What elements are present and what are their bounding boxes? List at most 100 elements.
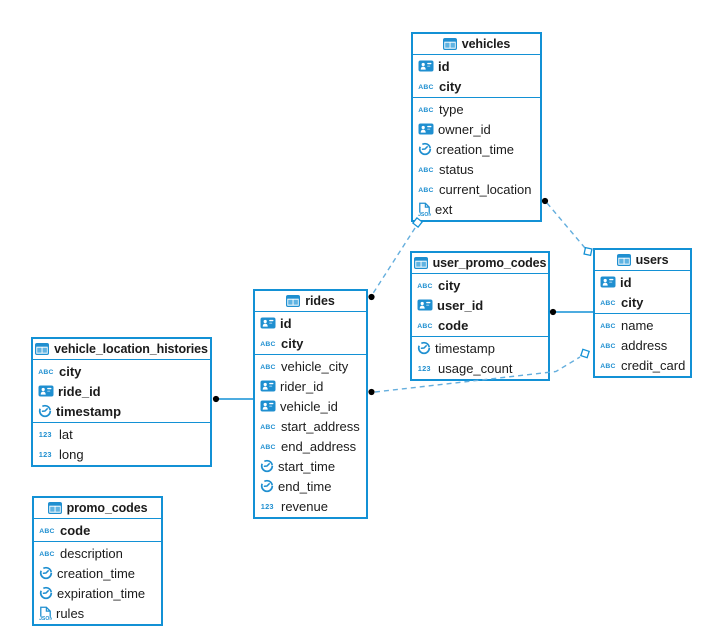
field-row[interactable]: expiration_time <box>34 583 161 603</box>
table-users[interactable]: users id city name address credit_card <box>593 248 692 378</box>
table-grid-icon <box>617 254 631 266</box>
abc-text-icon <box>417 319 434 331</box>
id-badge-icon <box>260 380 276 392</box>
table-header[interactable]: user_promo_codes <box>412 253 548 274</box>
abc-text-icon <box>418 103 435 115</box>
field-row[interactable]: rider_id <box>255 376 366 396</box>
field-row[interactable]: address <box>595 335 690 355</box>
field-name: credit_card <box>621 357 686 373</box>
field-row[interactable]: description <box>34 543 161 563</box>
field-name: city <box>281 335 304 351</box>
field-row[interactable]: ext <box>413 199 540 219</box>
table-title: users <box>635 253 669 267</box>
table-vehicle-location-histories[interactable]: vehicle_location_histories city ride_id … <box>31 337 212 467</box>
field-row[interactable]: revenue <box>255 496 366 516</box>
abc-text-icon <box>417 279 434 291</box>
table-header[interactable]: users <box>595 250 690 271</box>
field-name: revenue <box>281 498 328 514</box>
id-badge-icon <box>418 60 434 72</box>
field-row[interactable]: timestamp <box>33 401 210 421</box>
field-row[interactable]: timestamp <box>412 338 548 358</box>
field-row[interactable]: code <box>34 520 161 540</box>
field-row[interactable]: end_time <box>255 476 366 496</box>
field-name: type <box>439 101 464 117</box>
123-number-icon <box>417 362 434 374</box>
field-name: rider_id <box>280 378 324 394</box>
field-row[interactable]: creation_time <box>34 563 161 583</box>
field-row[interactable]: lat <box>33 424 210 444</box>
field-row[interactable]: city <box>255 333 366 353</box>
field-row[interactable]: name <box>595 315 690 335</box>
table-title: user_promo_codes <box>432 256 547 270</box>
abc-text-icon <box>418 163 435 175</box>
field-row[interactable]: city <box>33 361 210 381</box>
primary-key-section: city ride_id timestamp <box>33 360 210 423</box>
field-name: user_id <box>437 297 484 313</box>
field-name: creation_time <box>436 141 515 157</box>
table-title: vehicles <box>461 37 511 51</box>
abc-text-icon <box>260 360 277 372</box>
columns-section: name address credit_card <box>595 314 690 376</box>
field-row[interactable]: long <box>33 444 210 464</box>
field-row[interactable]: user_id <box>412 295 548 315</box>
table-title: vehicle_location_histories <box>54 342 208 356</box>
field-row[interactable]: start_address <box>255 416 366 436</box>
relationship-dot-marker <box>212 395 220 403</box>
table-header[interactable]: vehicle_location_histories <box>33 339 210 360</box>
field-name: long <box>59 446 84 462</box>
field-name: ext <box>435 201 453 217</box>
field-row[interactable]: status <box>413 159 540 179</box>
field-name: vehicle_id <box>280 398 338 414</box>
table-header[interactable]: vehicles <box>413 34 540 55</box>
id-badge-icon <box>600 276 616 288</box>
clock-icon <box>38 404 52 418</box>
relationship-dot-marker <box>549 308 557 316</box>
abc-text-icon <box>600 319 617 331</box>
columns-section: description creation_time expiration_tim… <box>34 542 161 624</box>
abc-text-icon <box>418 183 435 195</box>
clock-icon <box>418 142 432 156</box>
table-rides[interactable]: rides id city vehicle_city rider_id vehi… <box>253 289 368 519</box>
field-row[interactable]: city <box>413 76 540 96</box>
field-name: code <box>60 522 91 538</box>
relationship-line-vehicles-users[interactable] <box>546 202 586 249</box>
field-name: id <box>280 315 292 331</box>
table-grid-icon <box>414 257 428 269</box>
field-row[interactable]: rules <box>34 603 161 623</box>
primary-key-section: id city <box>413 55 540 98</box>
field-row[interactable]: id <box>413 56 540 76</box>
relationship-line-rides-vehicles[interactable] <box>371 227 416 296</box>
field-name: description <box>60 545 123 561</box>
field-row[interactable]: owner_id <box>413 119 540 139</box>
field-row[interactable]: start_time <box>255 456 366 476</box>
columns-section: vehicle_city rider_id vehicle_id start_a… <box>255 355 366 517</box>
table-user-promo-codes[interactable]: user_promo_codes city user_id code times… <box>410 251 550 381</box>
field-row[interactable]: current_location <box>413 179 540 199</box>
field-row[interactable]: city <box>412 275 548 295</box>
field-row[interactable]: type <box>413 99 540 119</box>
table-promo-codes[interactable]: promo_codes code description creation_ti… <box>32 496 163 626</box>
abc-text-icon <box>260 440 277 452</box>
field-name: current_location <box>439 181 532 197</box>
clock-icon <box>39 586 53 600</box>
primary-key-section: city user_id code <box>412 274 548 337</box>
field-row[interactable]: creation_time <box>413 139 540 159</box>
field-name: address <box>621 337 668 353</box>
relationship-diamond-marker <box>580 348 590 359</box>
field-row[interactable]: usage_count <box>412 358 548 378</box>
field-row[interactable]: vehicle_id <box>255 396 366 416</box>
columns-section: type owner_id creation_time status curre… <box>413 98 540 220</box>
table-header[interactable]: promo_codes <box>34 498 161 519</box>
table-vehicles[interactable]: vehicles id city type owner_id creation_… <box>411 32 542 222</box>
field-name: ride_id <box>58 383 101 399</box>
field-row[interactable]: code <box>412 315 548 335</box>
field-row[interactable]: vehicle_city <box>255 356 366 376</box>
field-row[interactable]: id <box>595 272 690 292</box>
field-row[interactable]: id <box>255 313 366 333</box>
field-row[interactable]: credit_card <box>595 355 690 375</box>
field-row[interactable]: ride_id <box>33 381 210 401</box>
field-name: end_time <box>278 478 332 494</box>
field-row[interactable]: end_address <box>255 436 366 456</box>
field-row[interactable]: city <box>595 292 690 312</box>
table-header[interactable]: rides <box>255 291 366 312</box>
